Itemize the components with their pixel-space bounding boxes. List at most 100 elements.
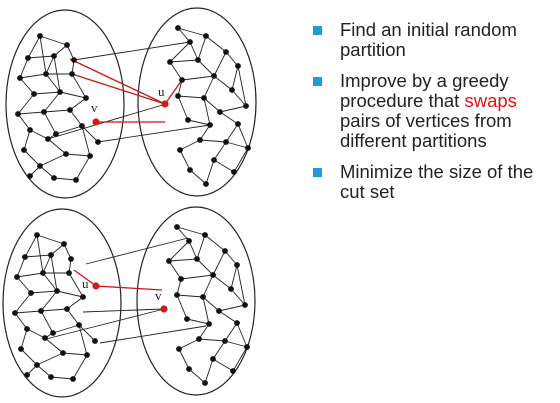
bullet-item-minimize-cut: Minimize the size of the cut set (313, 162, 560, 202)
bottom-vertex (184, 316, 190, 322)
top-vertex (79, 123, 85, 129)
bottom-vertex (54, 288, 60, 294)
square-bullet-icon (313, 77, 322, 86)
bottom-edge (20, 328, 28, 350)
bottom-edge (40, 310, 54, 334)
bottom-edge (212, 358, 234, 372)
bottom-vertex (166, 258, 172, 264)
bullet-text: Minimize the size of the cut set (340, 161, 534, 202)
bottom-vertex (18, 346, 24, 352)
top-label-u: u (158, 84, 165, 99)
top-edge (45, 73, 61, 93)
bottom-edge (212, 274, 232, 290)
top-vertex (211, 157, 217, 163)
bottom-edge (40, 290, 58, 312)
bottom-diagram: u v (2, 206, 256, 398)
bottom-cut-edges (45, 237, 207, 344)
bottom-edge (224, 340, 248, 348)
bottom-edge (68, 272, 84, 298)
top-vertex (21, 147, 27, 153)
top-edge (55, 125, 83, 135)
top-vertex (43, 71, 49, 77)
bottom-edge (212, 250, 226, 276)
bottom-edge (224, 322, 238, 342)
top-edge (19, 57, 29, 79)
bullet-list: Find an initial random partition Improve… (313, 20, 560, 213)
top-vertex (207, 122, 213, 128)
bottom-edge (204, 358, 214, 384)
bottom-edge (212, 340, 226, 360)
top-edge (169, 41, 191, 63)
top-vertex (83, 95, 89, 101)
top-vertex (187, 167, 193, 173)
bullet-text-after: pairs of vertices from different partiti… (340, 110, 512, 151)
top-vertex (64, 42, 70, 48)
top-vertex (245, 145, 251, 151)
bottom-edge (26, 328, 46, 339)
bottom-edge (14, 310, 42, 314)
bottom-vertex (12, 310, 18, 316)
top-vertex (203, 33, 209, 39)
top-vertex (235, 121, 241, 127)
top-vertex (167, 59, 173, 65)
top-vertex (37, 163, 43, 169)
top-vertex (67, 107, 73, 113)
bottom-edge (62, 352, 88, 356)
bottom-edge (16, 256, 26, 278)
bottom-edge (196, 234, 206, 260)
bottom-edge (196, 258, 214, 276)
bottom-vertex (176, 346, 182, 352)
top-vertex (37, 33, 43, 39)
top-edge (43, 91, 61, 113)
top-vertex (235, 63, 241, 69)
bottom-vertex (34, 232, 40, 238)
top-edge (213, 141, 227, 161)
top-edge (213, 51, 227, 77)
bottom-vertex (48, 374, 54, 380)
bullet-item-greedy-swap: Improve by a greedy procedure that swaps… (313, 71, 560, 151)
bottom-edge (230, 264, 238, 290)
bottom-vertex (200, 294, 206, 300)
top-vertex (223, 49, 229, 55)
bottom-label-u: u (82, 276, 89, 291)
bottom-vertex (186, 238, 192, 244)
top-edge (17, 93, 35, 115)
top-edge (233, 147, 249, 173)
bottom-label-v: v (155, 288, 162, 303)
bullet-highlight-swaps: swaps (464, 90, 517, 111)
top-diagram: u v (5, 7, 257, 199)
bottom-edge (232, 346, 248, 372)
top-vertex-v (92, 118, 100, 126)
top-vertex (57, 89, 63, 95)
bottom-edge (186, 318, 210, 325)
top-edge (231, 65, 239, 91)
top-edge (177, 95, 205, 99)
top-edge (65, 153, 91, 157)
top-edge (17, 113, 31, 131)
top-vertex (231, 169, 237, 175)
top-vertex (203, 181, 209, 187)
top-edge (47, 138, 67, 155)
top-edge (199, 124, 211, 141)
top-edge (23, 149, 41, 167)
top-edge (59, 91, 87, 99)
top-vertex (179, 77, 185, 83)
top-vertex (197, 137, 203, 143)
top-edge (39, 153, 67, 167)
top-vertex (51, 175, 57, 181)
top-edge (81, 125, 99, 143)
top-vertex (187, 39, 193, 45)
top-edge (179, 149, 191, 171)
bullet-text-before: Improve by a greedy procedure that (340, 70, 509, 111)
bottom-edge (198, 338, 226, 342)
bottom-edge (42, 254, 52, 274)
top-edge (69, 109, 83, 127)
bottom-vertex (64, 306, 70, 312)
top-vertex (27, 173, 33, 179)
top-edge (225, 141, 249, 149)
bottom-edge (40, 308, 68, 312)
bottom-edge (202, 274, 214, 298)
bottom-edge (224, 250, 238, 266)
top-vertex (223, 139, 229, 145)
top-edge (237, 65, 247, 107)
